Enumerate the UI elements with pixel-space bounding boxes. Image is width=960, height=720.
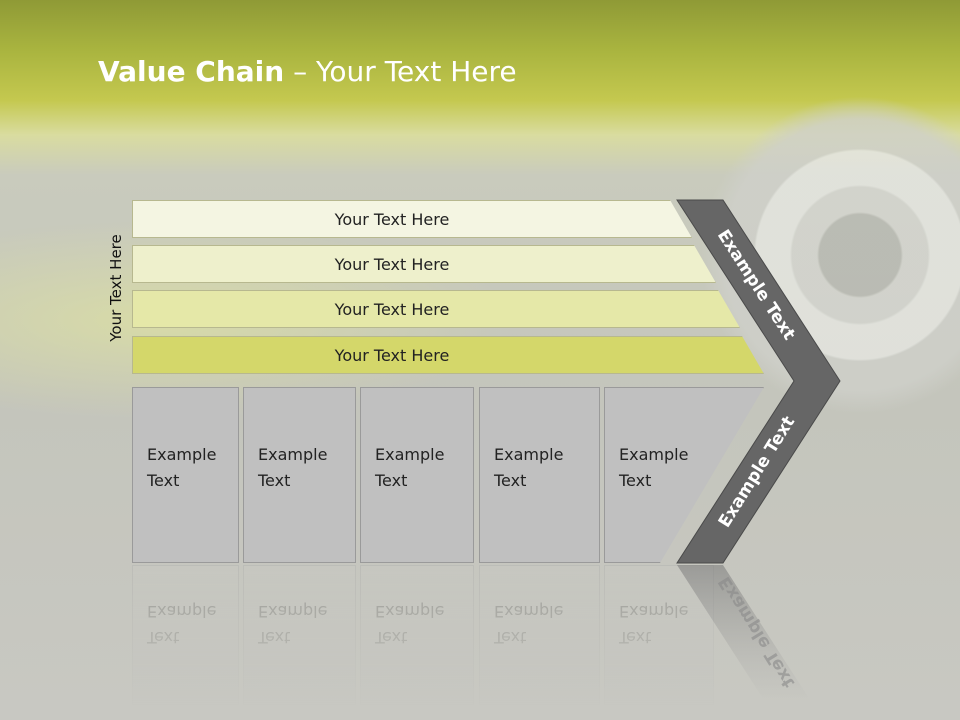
activity-box-3-line2: Text — [375, 471, 408, 490]
value-bar-4: Your Text Here — [132, 336, 764, 374]
value-bar-1: Your Text Here — [132, 200, 692, 238]
title-rest: – Your Text Here — [284, 55, 517, 88]
activity-box-2-line2: Text — [258, 471, 291, 490]
activity-box-5-line1: Example — [619, 445, 689, 464]
value-bar-2-label: Your Text Here — [334, 254, 450, 274]
activity-box-2-line1: Example — [258, 445, 328, 464]
activity-box-2: Example Text — [243, 387, 356, 563]
value-bar-3: Your Text Here — [132, 290, 740, 328]
activity-box-3: Example Text — [360, 387, 474, 563]
activity-box-3-line1: Example — [375, 445, 445, 464]
activity-box-5-line2: Text — [619, 471, 652, 490]
activity-box-4-line2: Text — [494, 471, 527, 490]
chevron-shape — [676, 199, 841, 564]
activity-box-4-line1: Example — [494, 445, 564, 464]
activity-box-4: Example Text — [479, 387, 600, 563]
activity-box-1: Example Text — [132, 387, 239, 563]
value-bar-3-label: Your Text Here — [334, 299, 450, 319]
slide-title: Value Chain – Your Text Here — [98, 55, 517, 88]
chevron-reflection — [677, 565, 810, 700]
value-bar-1-label: Your Text Here — [334, 209, 450, 229]
value-bar-4-label: Your Text Here — [334, 345, 450, 365]
activity-box-1-line2: Text — [147, 471, 180, 490]
activity-box-1-line1: Example — [147, 445, 217, 464]
value-bar-2: Your Text Here — [132, 245, 716, 283]
title-bold: Value Chain — [98, 55, 285, 88]
